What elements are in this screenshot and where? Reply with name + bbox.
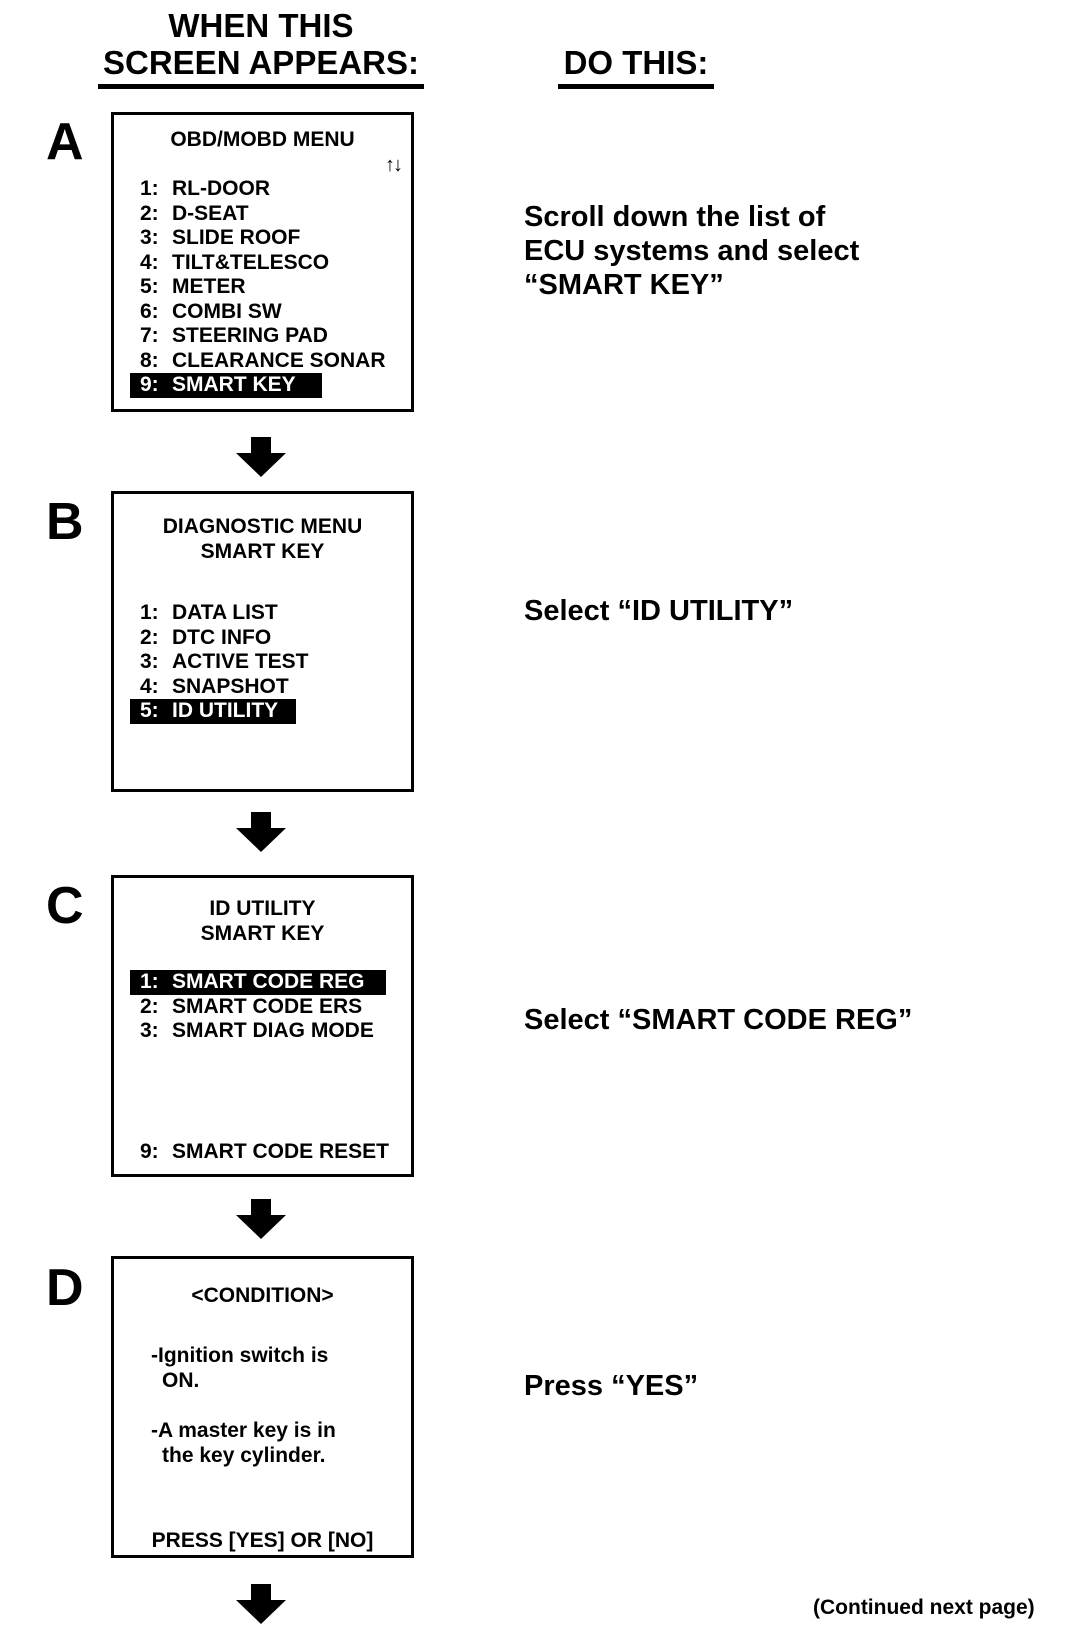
instruction-line: Scroll down the list of: [524, 201, 826, 233]
yes-no-prompt: PRESS [YES] OR [NO]: [151, 1529, 374, 1552]
menu-item: 2:SMART CODE ERS: [140, 994, 363, 1018]
screen-d-condition: <CONDITION> -Ignition switch is ON. -A m…: [111, 1256, 414, 1558]
menu-item-selected: 9:SMART KEY: [130, 373, 322, 398]
screen-title: OBD/MOBD MENU: [170, 128, 355, 151]
menu-list: 1:SMART CODE REG 2:SMART CODE ERS 3:SMAR…: [130, 970, 397, 1044]
menu-item: 2:DTC INFO: [140, 625, 272, 649]
instruction-a: Scroll down the list of ECU systems and …: [524, 200, 859, 302]
menu-item: 1:RL-DOOR: [140, 177, 270, 200]
continued-note: (Continued next page): [813, 1596, 1035, 1619]
instruction-line: “SMART KEY”: [524, 269, 724, 301]
column-header-screen-line2: SCREEN APPEARS:: [103, 44, 419, 81]
step-letter-d: D: [46, 1259, 84, 1317]
instruction-line: ECU systems and select: [524, 235, 860, 267]
screen-title: ID UTILITY: [209, 897, 316, 920]
column-header-action: DO THIS:: [556, 44, 716, 89]
column-header-screen-line1: WHEN THIS: [168, 7, 354, 44]
menu-item: 1:DATA LIST: [140, 601, 278, 624]
screen-subtitle: SMART KEY: [200, 921, 325, 945]
header-underline: [558, 84, 714, 89]
step-letter-c: C: [46, 877, 84, 935]
menu-item: 5:METER: [140, 275, 246, 298]
step-letter-b: B: [46, 493, 84, 551]
screen-subtitle: SMART KEY: [200, 539, 325, 563]
menu-item: 8:CLEARANCE SONAR: [140, 348, 386, 372]
menu-list: 1:DATA LIST 2:DTC INFO 3:ACTIVE TEST 4:S…: [130, 601, 397, 724]
step-letter-a: A: [46, 113, 84, 171]
instruction-c: Select “SMART CODE REG”: [524, 1003, 912, 1037]
column-header-screen: WHEN THIS SCREEN APPEARS:: [96, 7, 426, 89]
menu-item: 7:STEERING PAD: [140, 324, 328, 347]
down-arrow-icon: [236, 1199, 286, 1239]
screen-c-id-utility: ID UTILITY SMART KEY 1:SMART CODE REG 2:…: [111, 875, 414, 1177]
condition-master-key: -A master key is in the key cylinder.: [151, 1419, 336, 1467]
header-underline: [98, 84, 424, 89]
menu-item: 9:SMART CODE RESET: [140, 1140, 390, 1163]
menu-item-selected: 5:ID UTILITY: [130, 699, 296, 724]
screen-title: <CONDITION>: [191, 1284, 334, 1307]
menu-item: 2:D-SEAT: [140, 201, 249, 225]
instruction-line: Select “ID UTILITY”: [524, 595, 794, 627]
menu-item: 3:SLIDE ROOF: [140, 226, 301, 249]
menu-item: 3:SMART DIAG MODE: [140, 1019, 374, 1042]
scroll-up-down-icon: ↑↓: [385, 154, 403, 176]
instruction-d: Press “YES”: [524, 1369, 698, 1403]
down-arrow-icon: [236, 1584, 286, 1624]
screen-b-diagnostic-menu: DIAGNOSTIC MENU SMART KEY 1:DATA LIST 2:…: [111, 491, 414, 792]
menu-item: 4:TILT&TELESCO: [140, 250, 330, 274]
menu-list: 1:RL-DOOR 2:D-SEAT 3:SLIDE ROOF 4:TILT&T…: [130, 177, 397, 398]
instruction-line: Press “YES”: [524, 1370, 699, 1402]
instruction-line: Select “SMART CODE REG”: [524, 1004, 913, 1036]
condition-ignition: -Ignition switch is ON.: [151, 1344, 329, 1392]
screen-a-obd-menu: OBD/MOBD MENU ↑↓ 1:RL-DOOR 2:D-SEAT 3:SL…: [111, 112, 414, 412]
down-arrow-icon: [236, 437, 286, 477]
menu-item: 3:ACTIVE TEST: [140, 650, 309, 673]
instruction-b: Select “ID UTILITY”: [524, 594, 793, 628]
menu-item-selected: 1:SMART CODE REG: [130, 970, 386, 995]
column-header-action-label: DO THIS:: [563, 44, 709, 81]
down-arrow-icon: [236, 812, 286, 852]
menu-list-bottom: 9:SMART CODE RESET: [130, 1140, 397, 1165]
menu-item: 6:COMBI SW: [140, 299, 282, 323]
screen-title: DIAGNOSTIC MENU: [162, 515, 363, 538]
menu-item: 4:SNAPSHOT: [140, 674, 289, 698]
